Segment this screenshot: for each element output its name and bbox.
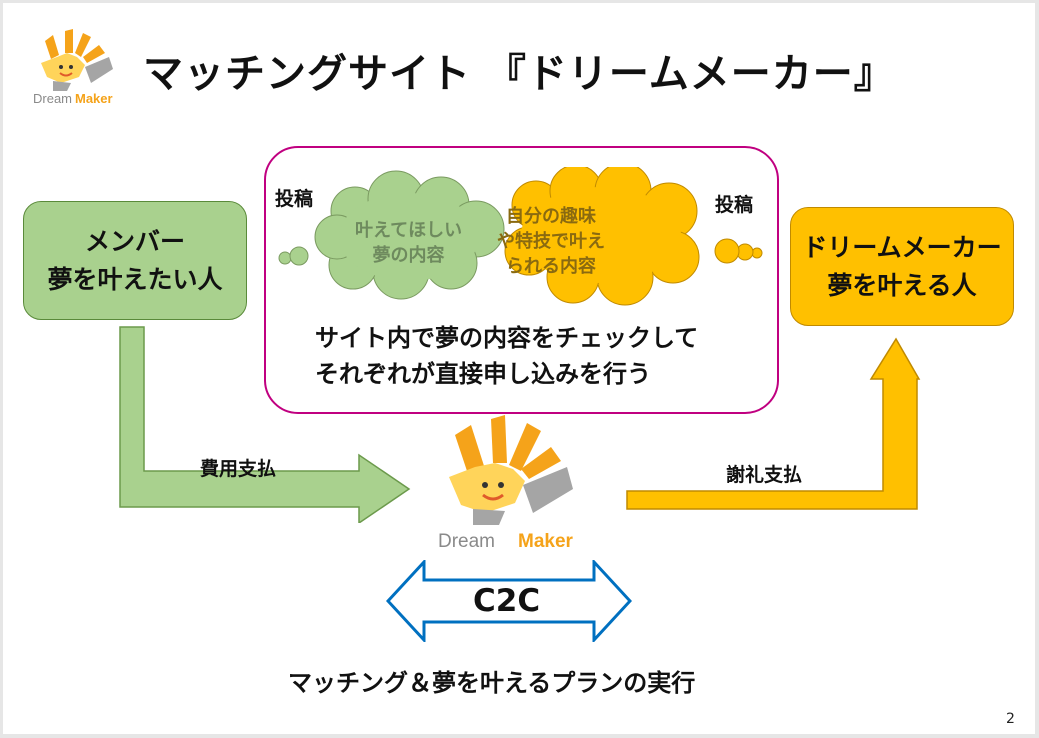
green-cloud-text: 叶えてほしい 夢の内容: [355, 218, 462, 268]
member-box: メンバー 夢を叶えたい人: [23, 201, 247, 320]
slide: Dream Maker マッチングサイト 『ドリームメーカー』: [3, 3, 1035, 734]
green-cloud-line1: 叶えてほしい: [355, 220, 463, 241]
member-box-line2: 夢を叶えたい人: [47, 264, 223, 294]
payment-label-right: 謝礼支払: [726, 464, 803, 486]
yellow-flow-arrow: [626, 337, 921, 510]
yellow-cloud-line3: られる内容: [506, 256, 596, 277]
site-description: サイト内で夢の内容をチェックして それぞれが直接申し込みを行う: [315, 320, 698, 392]
logo-large-dream-text: Dream: [438, 531, 495, 552]
member-box-line1: メンバー: [84, 226, 185, 256]
payment-label-left: 費用支払: [200, 458, 277, 480]
yellow-cloud-line1: 自分の趣味: [506, 206, 596, 227]
green-cloud-shape: [278, 170, 505, 300]
logo-maker-text: Maker: [75, 91, 113, 106]
logo-dream-text: Dream: [33, 91, 72, 106]
c2c-double-arrow: [386, 560, 632, 642]
bottom-caption: マッチング＆夢を叶えるプランの実行: [288, 669, 696, 697]
dreammaker-box-line1: ドリームメーカー: [802, 232, 1002, 262]
post-label-left: 投稿: [275, 188, 314, 210]
yellow-cloud-line2: や特技で叶え: [497, 231, 605, 252]
yellow-cloud-text: 自分の趣味 や特技で叶え られる内容: [497, 204, 605, 279]
yellow-cloud-shape: [504, 167, 763, 306]
page-number: 2: [1006, 711, 1015, 727]
star-mascot-icon: [41, 29, 113, 91]
green-flow-arrow: [119, 326, 411, 523]
green-cloud-line2: 夢の内容: [372, 245, 445, 266]
clouds-graphic: [278, 167, 763, 306]
c2c-label: C2C: [473, 583, 541, 619]
dream-maker-logo-small: Dream Maker: [31, 27, 131, 107]
site-description-line2: それぞれが直接申し込みを行う: [315, 360, 651, 388]
dream-maker-logo-large: Dream Maker: [438, 415, 574, 552]
dreammaker-box-line2: 夢を叶える人: [827, 270, 977, 300]
dreammaker-box: ドリームメーカー 夢を叶える人: [790, 207, 1014, 326]
page-title: マッチングサイト 『ドリームメーカー』: [143, 51, 895, 97]
star-mascot-large-icon: [449, 415, 573, 525]
post-label-right: 投稿: [715, 194, 754, 216]
logo-large-maker-text: Maker: [518, 531, 574, 552]
site-description-line1: サイト内で夢の内容をチェックして: [315, 324, 699, 352]
